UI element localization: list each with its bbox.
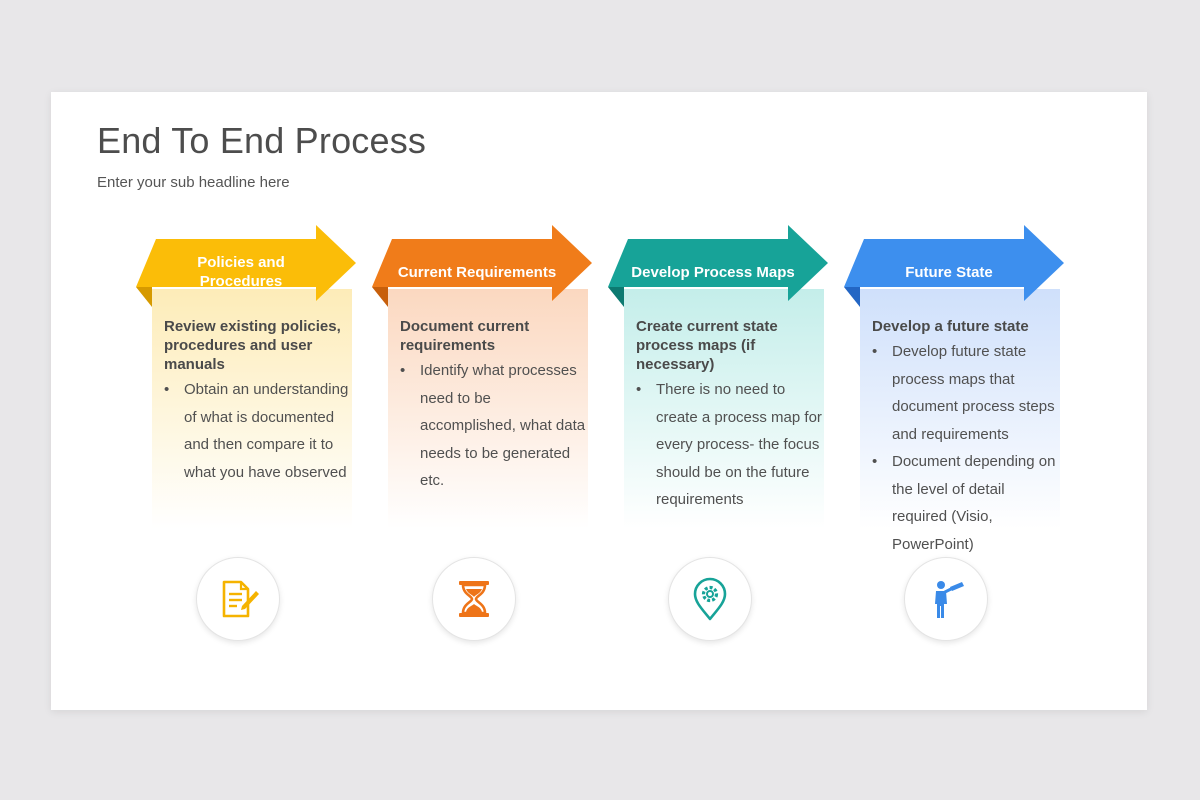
step-bullet-list: Develop future state process maps that d… xyxy=(872,338,1060,558)
step-bullet: Identify what processes need to be accom… xyxy=(400,357,588,495)
step-heading: Develop a future state xyxy=(872,318,1029,335)
step-content: Review existing policies, procedures and… xyxy=(164,317,352,486)
arrow-shape xyxy=(844,225,1064,301)
telescope-person-icon xyxy=(935,581,964,618)
arrow-fold xyxy=(844,287,860,307)
step-bullet-list: There is no need to create a process map… xyxy=(636,376,824,514)
arrow-shape xyxy=(136,225,356,301)
step-icon-circle xyxy=(432,557,516,641)
arrow-fold xyxy=(136,287,152,307)
step-arrow xyxy=(136,225,356,307)
arrow-shape xyxy=(608,225,828,301)
step-bullet-list: Obtain an understanding of what is docum… xyxy=(164,376,352,486)
step-bullet: Develop future state process maps that d… xyxy=(872,338,1060,448)
step-heading: Create current state process maps (if ne… xyxy=(636,318,778,373)
process-step-1: Policies and Procedures Review existing … xyxy=(136,225,356,655)
step-content: Develop a future state Develop future st… xyxy=(872,317,1060,558)
process-step-2: Current Requirements Document current re… xyxy=(372,225,592,655)
step-title: Current Requirements xyxy=(397,263,557,281)
arrow-fold xyxy=(372,287,388,307)
step-arrow xyxy=(372,225,592,307)
step-bullet: Obtain an understanding of what is docum… xyxy=(164,376,352,486)
process-step-4: Future State Develop a future state Deve… xyxy=(844,225,1064,655)
step-title: Future State xyxy=(905,263,993,281)
step-bullet: There is no need to create a process map… xyxy=(636,376,824,514)
page-subtitle: Enter your sub headline here xyxy=(97,174,290,191)
step-title: Develop Process Maps xyxy=(631,263,795,281)
step-icon-circle xyxy=(904,557,988,641)
step-heading: Document current requirements xyxy=(400,318,530,354)
step-bullet-list: Identify what processes need to be accom… xyxy=(400,357,588,495)
location-gear-icon xyxy=(693,577,727,621)
slide: End To End Process Enter your sub headli… xyxy=(51,92,1147,710)
arrow-fold xyxy=(608,287,624,307)
hourglass-icon xyxy=(459,581,489,617)
step-bullet: Document depending on the level of detai… xyxy=(872,448,1060,558)
step-title: Policies and Procedures xyxy=(197,254,285,290)
step-arrow xyxy=(608,225,828,307)
document-edit-icon xyxy=(222,580,259,618)
process-step-3: Develop Process Maps Create current stat… xyxy=(608,225,828,655)
step-icon-circle xyxy=(668,557,752,641)
page-title: End To End Process xyxy=(97,120,427,161)
step-arrow xyxy=(844,225,1064,307)
step-content: Create current state process maps (if ne… xyxy=(636,317,824,514)
step-heading: Review existing policies, procedures and… xyxy=(164,318,341,373)
step-content: Document current requirements Identify w… xyxy=(400,317,588,495)
step-icon-circle xyxy=(196,557,280,641)
arrow-shape xyxy=(372,225,592,301)
